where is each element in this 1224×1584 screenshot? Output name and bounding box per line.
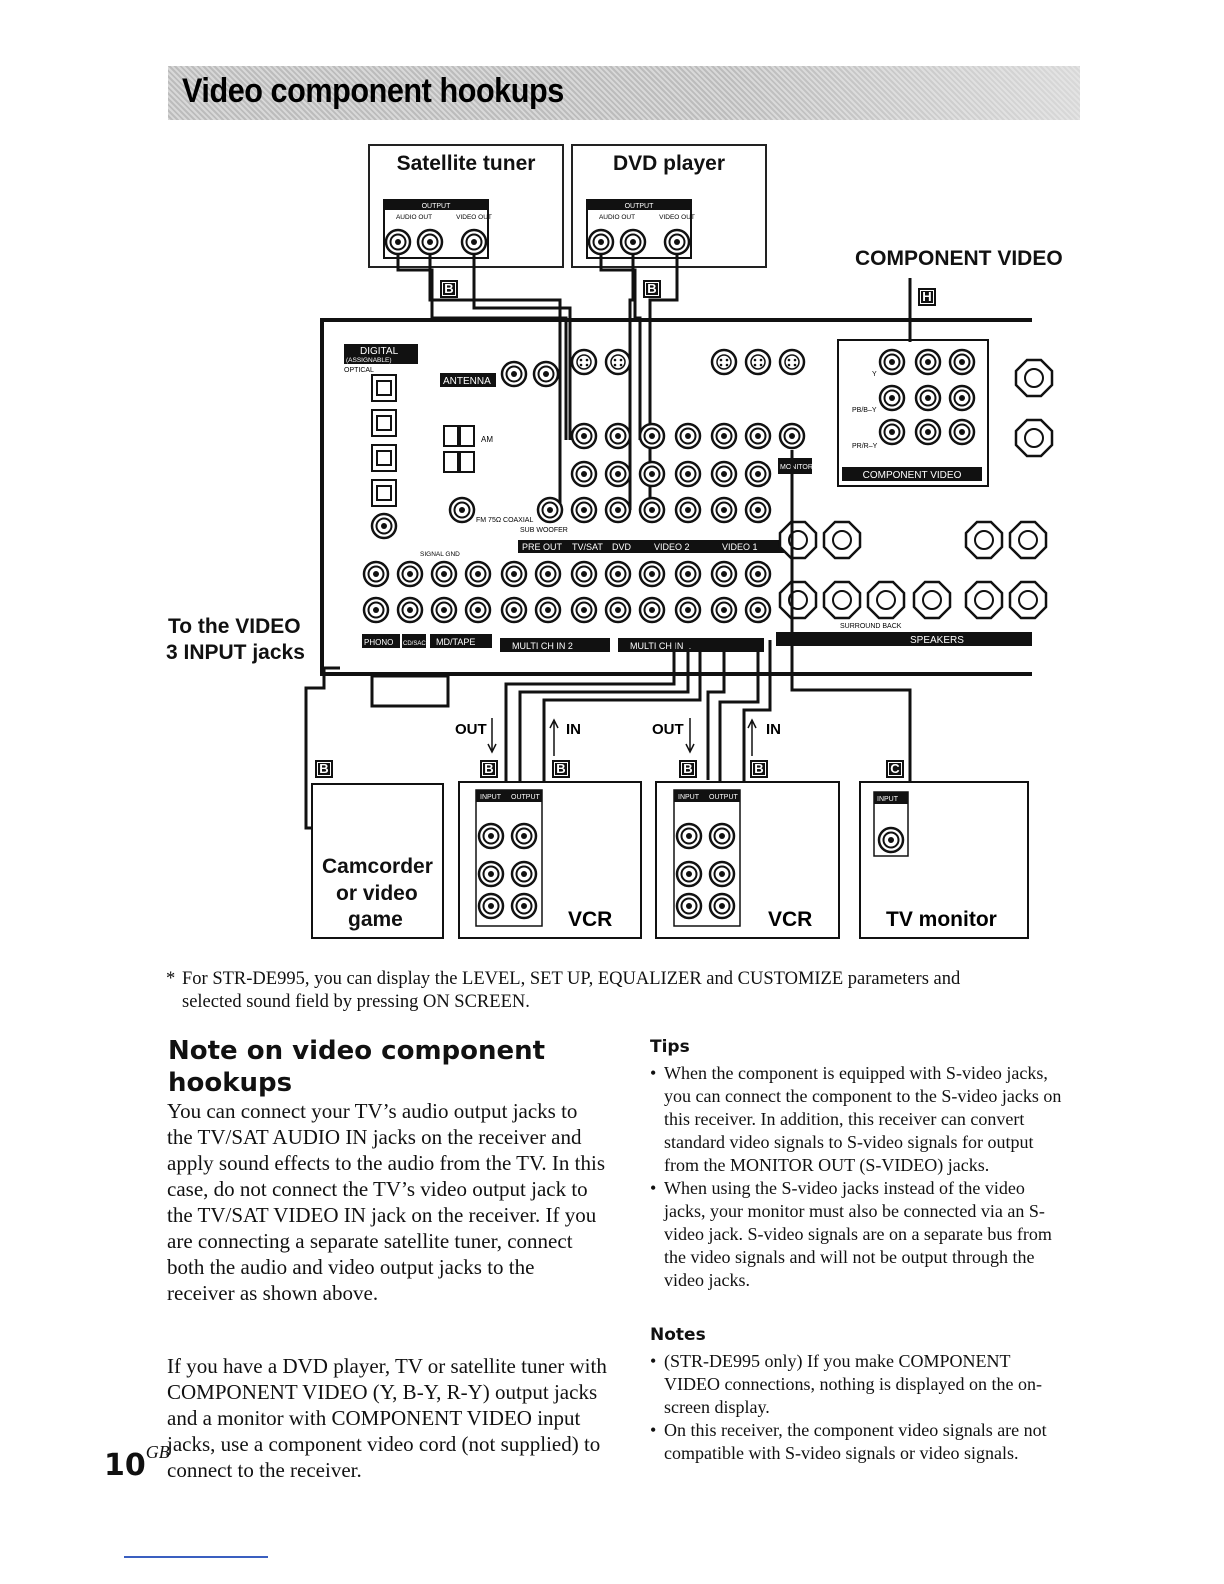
dvd-jack-label: DVD <box>612 542 632 552</box>
notes-heading: Notes <box>650 1325 706 1345</box>
note-paragraph-1: You can connect your TV’s audio output j… <box>167 1099 606 1305</box>
vcr2-output-label: OUTPUT <box>709 794 739 801</box>
vcr1-out-label: OUT <box>455 721 487 738</box>
signal-gnd-label: SIGNAL GND <box>420 551 460 558</box>
optical-label: OPTICAL <box>344 367 374 374</box>
tv-monitor-box <box>859 781 1029 939</box>
video3-label-line1: To the VIDEO <box>168 615 301 638</box>
video3-label-line2: 3 INPUT jacks <box>166 641 305 664</box>
section-banner: Video component hookups <box>168 66 1080 120</box>
sub-woofer-label: SUB WOOFER <box>520 527 568 534</box>
md-tape-label: MD/TAPE <box>436 637 475 647</box>
page-number: 10GB <box>104 1442 170 1483</box>
vcr1-output-label: OUTPUT <box>511 794 541 801</box>
note-item-1: (STR-DE995 only) If you make COMPONENT V… <box>650 1350 1070 1419</box>
footnote-line1: For STR-DE995, you can display the LEVEL… <box>182 969 961 989</box>
pre-out-header <box>518 540 798 553</box>
vcr1-input-label: INPUT <box>480 794 502 801</box>
vcr2-label: VCR <box>768 908 812 931</box>
video1-label: VIDEO 1 <box>722 542 758 552</box>
phono-label: PHONO <box>364 638 393 647</box>
pb-label: PB/B–Y <box>852 407 877 414</box>
dvd-audio-out-label: AUDIO OUT <box>599 214 635 221</box>
footnote: * For STR-DE995, you can display the LEVE… <box>166 968 1046 1014</box>
dvd-video-out-label: VIDEO OUT <box>659 214 695 221</box>
receiver-foot <box>370 674 450 708</box>
cable-tag-b-dvd: B <box>643 280 661 298</box>
notes-list: (STR-DE995 only) If you make COMPONENT V… <box>650 1350 1070 1465</box>
banner-fade <box>728 66 1080 120</box>
camcorder-label-line1: Camcorder <box>322 855 433 878</box>
monitor-label: MONITOR <box>780 464 813 471</box>
cable-tag-b-vcr1-in: B <box>552 760 570 778</box>
pre-out-label: PRE OUT <box>522 542 563 552</box>
digital-header <box>344 344 418 364</box>
vcr1-in-label: IN <box>566 721 581 738</box>
digital-label: DIGITAL <box>360 346 399 357</box>
monitor-header <box>778 458 812 474</box>
cd-sacd-label: CD/SACD <box>403 641 431 647</box>
tips-heading: Tips <box>650 1037 690 1057</box>
footnote-line2: selected sound field by pressing ON SCRE… <box>182 992 530 1012</box>
vcr2-in-label: IN <box>766 721 781 738</box>
video-jack-grid <box>536 348 806 524</box>
video2-label: VIDEO 2 <box>654 542 690 552</box>
page-title: Video component hookups <box>182 72 564 110</box>
dvd-output-label: OUTPUT <box>625 203 655 210</box>
surround-back-label: SURROUND BACK <box>840 623 902 630</box>
satellite-video-out-label: VIDEO OUT <box>456 214 492 221</box>
vcr1-label: VCR <box>568 908 612 931</box>
camcorder-box <box>311 783 444 939</box>
tip-item-1: When the component is equipped with S-vi… <box>650 1062 1070 1177</box>
tip-item-2: When using the S-video jacks instead of … <box>650 1177 1070 1292</box>
cable-tag-b-camcorder: B <box>315 760 333 778</box>
source-cables <box>396 254 912 510</box>
component-video-label: COMPONENT VIDEO <box>855 247 1063 270</box>
tv-sat-label: TV/SAT <box>572 542 603 552</box>
bottom-rule <box>124 1556 268 1558</box>
fm-label: FM 75Ω COAXIAL <box>476 517 533 524</box>
cable-tag-b-satellite: B <box>440 280 458 298</box>
note-heading: Note on video component hookups <box>168 1036 546 1098</box>
tv-input-label: INPUT <box>877 796 899 803</box>
cable-tag-b-vcr2-out: B <box>679 760 697 778</box>
tips-list: When the component is equipped with S-vi… <box>650 1062 1070 1292</box>
satellite-audio-out-label: AUDIO OUT <box>396 214 432 221</box>
antenna-label: ANTENNA <box>443 376 491 387</box>
multi-ch-in-1-label: MULTI CH IN 1 <box>630 641 691 651</box>
satellite-tuner-label: Satellite tuner <box>396 152 536 175</box>
y-label: Y <box>872 371 877 378</box>
pr-label: PR/R–Y <box>852 443 878 450</box>
note-item-2: On this receiver, the component video si… <box>650 1419 1070 1465</box>
speaker-terminals: SPEAKERS SURROUND BACK <box>776 358 1054 646</box>
component-video-block: Y PB/B–Y PR/R–Y COMPONENT VIDEO <box>837 339 989 487</box>
satellite-output-panel: OUTPUT AUDIO OUT VIDEO OUT <box>383 199 492 259</box>
page-number-value: 10 <box>104 1448 146 1483</box>
speakers-label: SPEAKERS <box>910 635 964 646</box>
component-video-panel-label: COMPONENT VIDEO <box>863 470 962 481</box>
footnote-asterisk: * <box>166 969 176 989</box>
cable-tag-c-tv: C <box>886 760 904 778</box>
antenna-header <box>440 373 496 387</box>
vcr2-out-label: OUT <box>652 721 684 738</box>
cable-tag-h-component: H <box>918 288 936 306</box>
page-number-suffix: GB <box>145 1442 170 1462</box>
dvd-player-label: DVD player <box>612 152 726 175</box>
multi-ch-in-2-label: MULTI CH IN 2 <box>512 641 573 651</box>
am-label: AM <box>481 435 493 444</box>
dvd-output-panel: OUTPUT AUDIO OUT VIDEO OUT <box>586 199 695 259</box>
note-paragraph-2: If you have a DVD player, TV or satellit… <box>167 1354 607 1482</box>
lower-jack-row: PHONO CD/SACD MD/TAPE MULTI CH IN 2 MULT… <box>362 560 772 652</box>
satellite-output-label: OUTPUT <box>422 203 452 210</box>
vcr2-input-label: INPUT <box>678 794 700 801</box>
tv-monitor-label: TV monitor <box>886 908 997 931</box>
camcorder-label-line3: game <box>348 908 403 931</box>
cable-tag-b-vcr2-in: B <box>750 760 768 778</box>
cable-tag-b-vcr1-out: B <box>480 760 498 778</box>
assignable-label: (ASSIGNABLE) <box>346 357 392 364</box>
camcorder-label-line2: or video <box>336 882 418 905</box>
hookup-diagram: OUTPUT AUDIO OUT VIDEO OUT OUTPUT AUDIO … <box>304 199 1054 939</box>
